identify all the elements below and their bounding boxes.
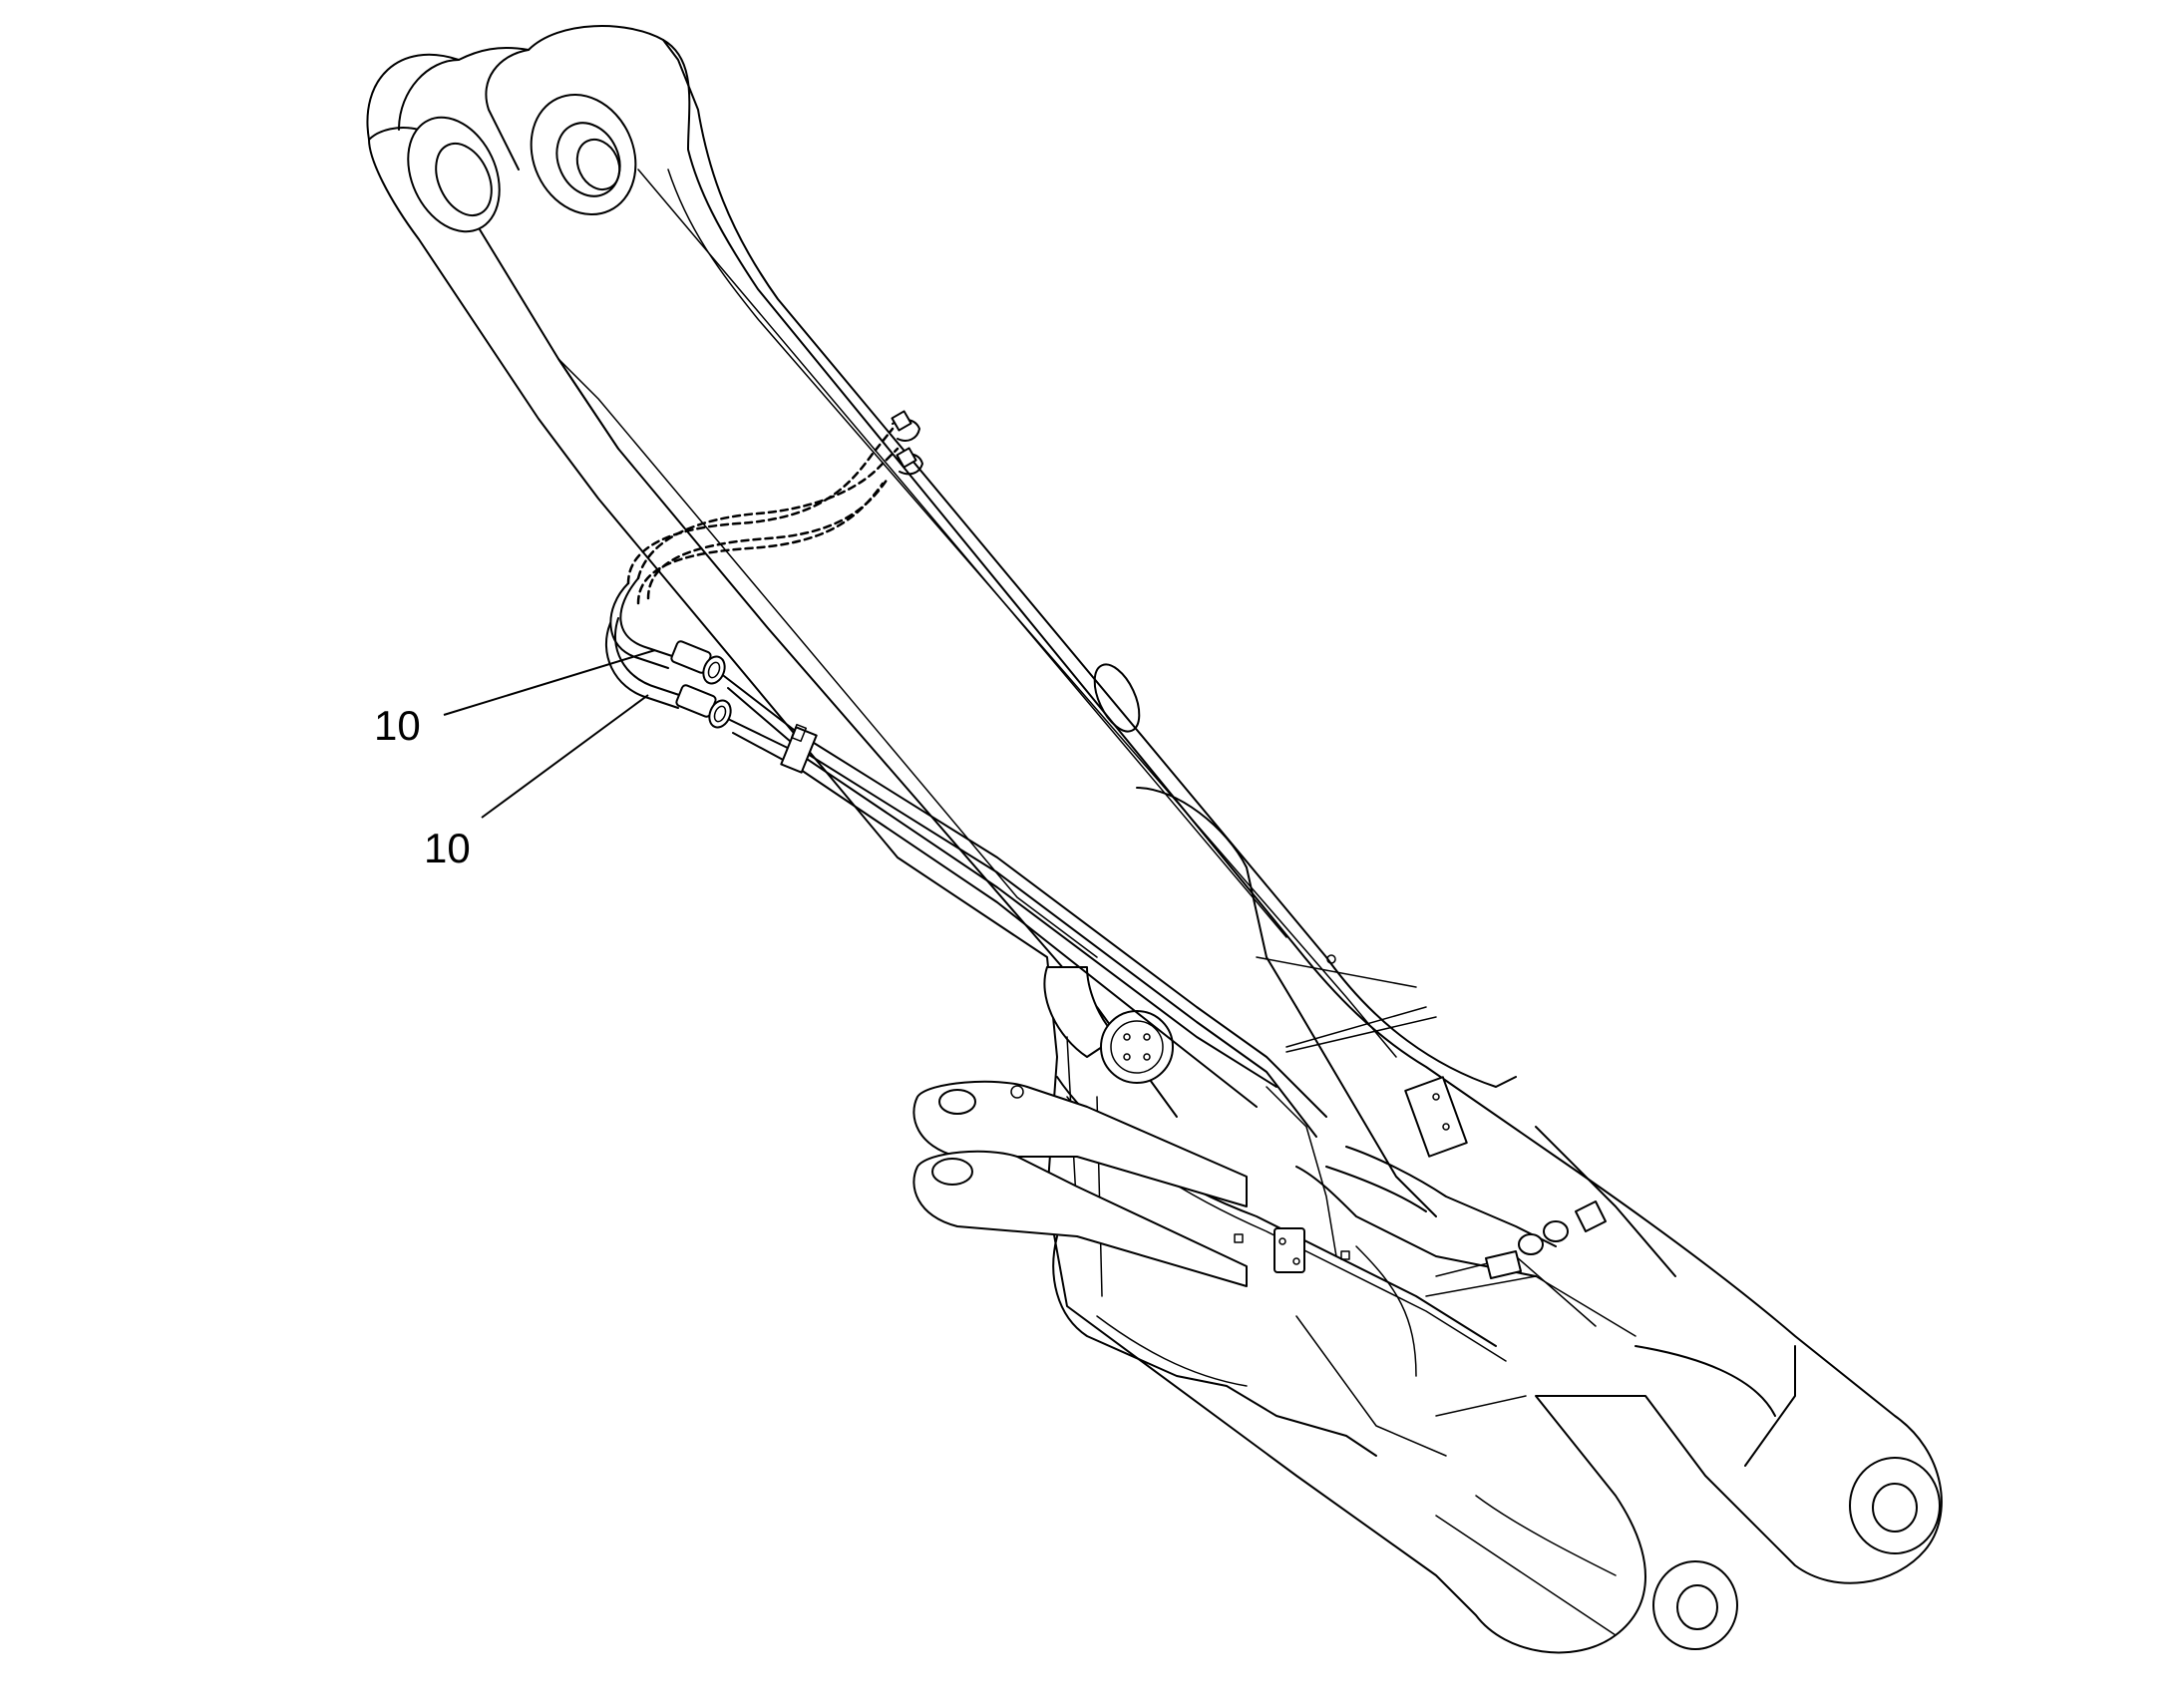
leader-line-lower xyxy=(481,694,649,819)
hose-fitting-lower xyxy=(675,684,732,729)
hose-lines xyxy=(605,410,1607,1279)
callout-lower: 10 xyxy=(424,694,649,871)
callout-upper: 10 xyxy=(374,649,656,749)
leader-line-upper xyxy=(443,649,656,716)
boom-arm xyxy=(366,25,1943,1654)
hose-fitting-upper xyxy=(670,640,726,685)
callout-lower-label: 10 xyxy=(424,825,471,871)
callout-upper-label: 10 xyxy=(374,702,421,749)
